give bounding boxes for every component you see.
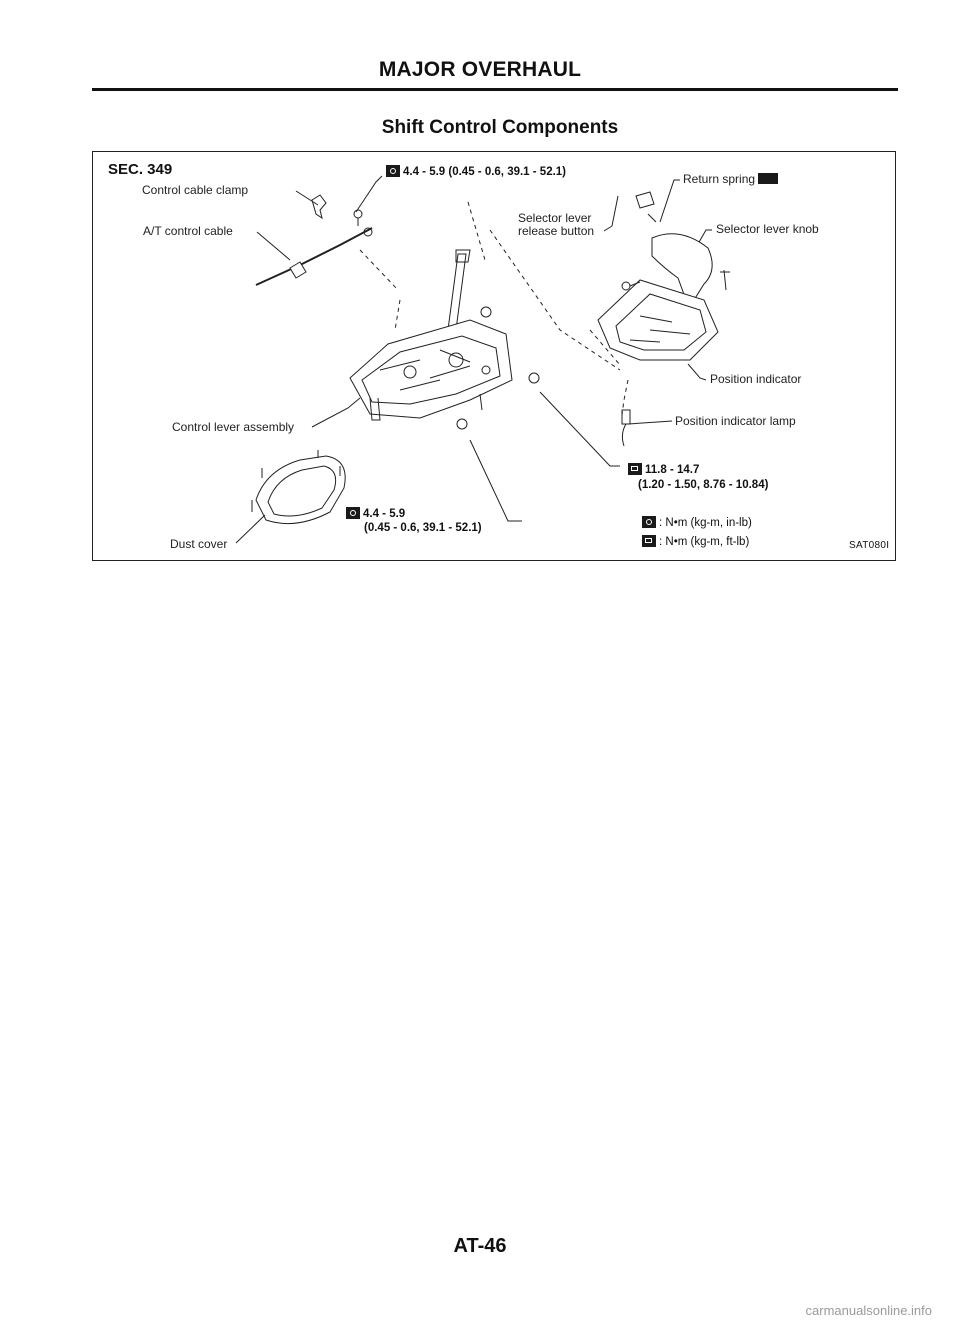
label-selector-lever-knob: Selector lever knob xyxy=(716,222,819,236)
torque-spec-bottom: 4.4 - 5.9 xyxy=(346,507,405,520)
torque-inlb-icon xyxy=(642,516,656,528)
leader-return-spring xyxy=(659,179,680,223)
leader-dust-cover xyxy=(235,514,266,544)
legend-item-ftlb: : N•m (kg-m, ft-lb) xyxy=(642,535,749,548)
label-release-button: release button xyxy=(518,224,595,238)
label-return-spring: Return spring xyxy=(683,172,779,186)
reference-badge-icon xyxy=(758,173,779,184)
legend-item-inlb: : N•m (kg-m, in-lb) xyxy=(642,516,752,529)
leader-at-cable xyxy=(256,231,291,261)
return-spring-text: Return spring xyxy=(683,172,756,186)
torque-top-text: 4.4 - 5.9 (0.45 - 0.6, 39.1 - 52.1) xyxy=(403,166,567,178)
section-code: SEC. 349 xyxy=(108,161,173,178)
page-header-title: MAJOR OVERHAUL xyxy=(378,58,582,81)
page-number: AT-46 xyxy=(453,1235,507,1257)
watermark-link[interactable]: carmanualsonline.info xyxy=(805,1303,932,1318)
leader-control-lever xyxy=(311,397,361,428)
torque-right-line2: (1.20 - 1.50, 8.76 - 10.84) xyxy=(638,479,769,491)
label-position-indicator: Position indicator xyxy=(710,372,802,386)
torque-spec-right: 11.8 - 14.7 xyxy=(628,463,699,476)
torque-inlb-icon xyxy=(386,165,400,177)
leader-position-indicator xyxy=(687,363,707,381)
label-at-control-cable: A/T control cable xyxy=(143,224,233,238)
leader-indicator-lamp xyxy=(627,420,673,425)
figure-code: SAT080I xyxy=(849,540,890,551)
leader-release-button xyxy=(603,195,619,232)
legend-item-inlb-text: : N•m (kg-m, in-lb) xyxy=(659,517,752,529)
leader-torque-top xyxy=(355,175,383,213)
label-control-lever-assembly: Control lever assembly xyxy=(172,420,295,434)
label-dust-cover: Dust cover xyxy=(170,537,228,551)
header-rule xyxy=(92,88,898,91)
leader-cable-clamp xyxy=(295,190,319,206)
label-control-cable-clamp: Control cable clamp xyxy=(142,183,249,197)
torque-inlb-icon xyxy=(346,507,360,519)
label-position-indicator-lamp: Position indicator lamp xyxy=(675,414,796,428)
leader-torque-bottom xyxy=(469,439,522,522)
section-title: Shift Control Components xyxy=(381,117,619,138)
torque-bottom-line2: (0.45 - 0.6, 39.1 - 52.1) xyxy=(364,522,482,534)
diagram-frame xyxy=(92,151,896,561)
leader-torque-right xyxy=(539,391,620,467)
torque-ftlb-icon xyxy=(642,535,656,547)
torque-ftlb-icon xyxy=(628,463,642,475)
torque-right-line1: 11.8 - 14.7 xyxy=(645,464,700,476)
label-selector-lever: Selector lever xyxy=(518,211,592,225)
legend-item-ftlb-text: : N•m (kg-m, ft-lb) xyxy=(659,536,750,548)
torque-spec-top: 4.4 - 5.9 (0.45 - 0.6, 39.1 - 52.1) xyxy=(386,165,566,178)
torque-bottom-line1: 4.4 - 5.9 xyxy=(363,508,406,520)
